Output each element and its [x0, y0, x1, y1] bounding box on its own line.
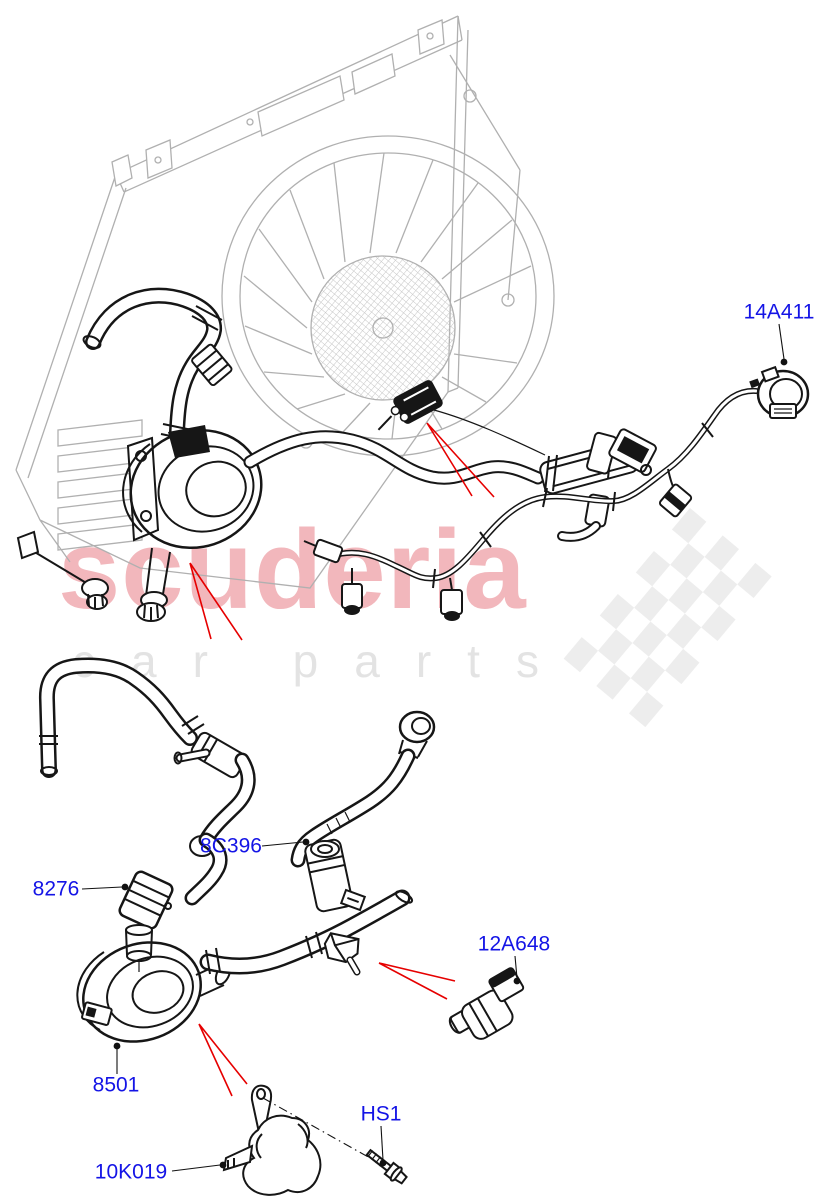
part-label-8501[interactable]: 8501 [92, 1073, 140, 1097]
bracket-10k019 [222, 1084, 322, 1196]
auxiliary-water-pump-top [16, 425, 263, 622]
callout-leaders [81, 323, 788, 1172]
auxiliary-water-pump-bottom [76, 941, 248, 1043]
part-label-12a648[interactable]: 12A648 [477, 932, 551, 956]
coolant-hose-bottom-left [38, 657, 256, 972]
watermark-checkered-flag [563, 508, 772, 728]
fan-shroud-line-art [15, 15, 555, 589]
valve-cluster [433, 409, 657, 542]
part-label-8276[interactable]: 8276 [32, 877, 80, 901]
part-label-14a411[interactable]: 14A411 [743, 300, 815, 324]
coolant-hose-top [82, 287, 233, 441]
coolant-hose-8c396 [199, 710, 436, 976]
sensor-12a648 [448, 967, 525, 1040]
coolant-hose-middle [243, 430, 545, 485]
part-label-10k019[interactable]: 10K019 [94, 1160, 168, 1184]
wiring-harness [303, 365, 810, 621]
part-label-hs1[interactable]: HS1 [360, 1102, 402, 1126]
watermark-tagline: car parts [72, 635, 575, 687]
part-label-8c396[interactable]: 8C396 [200, 834, 262, 858]
callout-arrows [189, 422, 495, 1097]
harness-connector-loose [377, 380, 443, 431]
